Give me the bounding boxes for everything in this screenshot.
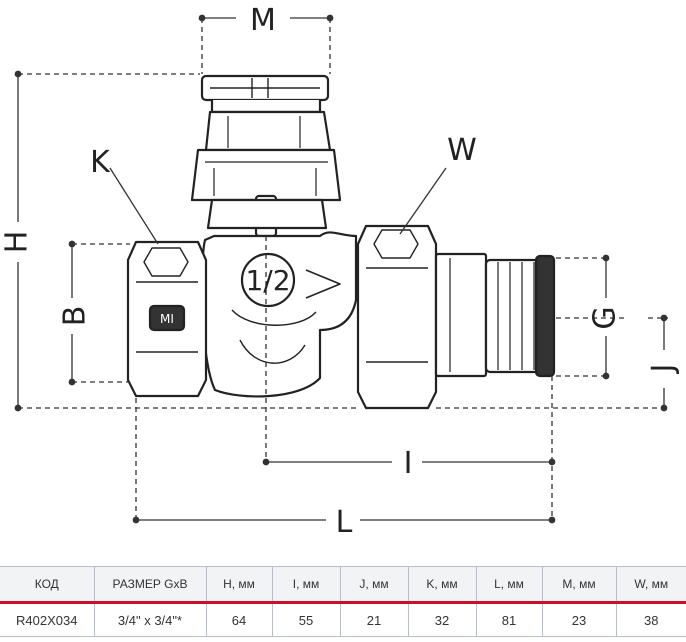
table-header-row: КОД РАЗМЕР GxB H, мм I, мм J, мм K, мм L… [0,566,686,603]
header-code: КОД [0,566,95,603]
dimension-lines [14,14,668,524]
header-w: W, мм [616,566,686,603]
header-m: M, мм [542,566,617,603]
specification-table: КОД РАЗМЕР GxB H, мм I, мм J, мм K, мм L… [0,566,686,637]
size-marking: 1/2 [245,264,290,297]
cell-h: 64 [206,601,273,637]
header-size: РАЗМЕР GxB [94,566,207,603]
label-b: B [58,306,93,327]
cell-l: 81 [476,601,543,637]
table-row: R402X034 3/4" x 3/4"* 64 55 21 32 81 23 … [0,601,686,637]
header-l: L, мм [476,566,543,603]
cell-k: 32 [408,601,477,637]
header-i: I, мм [272,566,341,603]
cell-j: 21 [340,601,409,637]
header-h: H, мм [206,566,273,603]
label-m: M [250,3,276,38]
cell-m: 23 [542,601,617,637]
dimension-labels: M W K H B G J I L 1/2 [0,3,681,540]
header-j: J, мм [340,566,409,603]
cell-code: R402X034 [0,601,95,637]
label-k: K [90,145,111,180]
label-h: H [0,231,35,254]
header-k: K, мм [408,566,477,603]
valve-body-drawing: MI [126,74,556,410]
label-l: L [336,505,353,540]
svg-text:MI: MI [160,312,174,326]
label-w: W [447,133,477,168]
specification-table-wrapper: КОД РАЗМЕР GxB H, мм I, мм J, мм K, мм L… [0,566,686,642]
label-g: G [588,306,623,329]
cell-i: 55 [272,601,341,637]
label-j: J [646,364,681,375]
cell-size: 3/4" x 3/4"* [94,601,207,637]
valve-technical-drawing: MI [0,3,681,540]
label-i: I [404,446,413,481]
cell-w: 38 [616,601,686,637]
